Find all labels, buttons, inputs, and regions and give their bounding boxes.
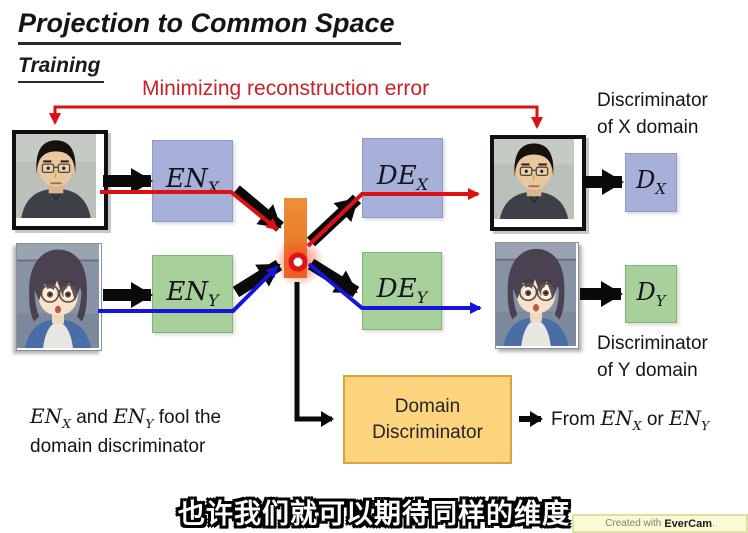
discriminator-y-box-label: DY bbox=[636, 277, 666, 310]
common-latent-code-bar bbox=[284, 198, 307, 278]
domain-discriminator-label-line1: Domain bbox=[394, 395, 461, 417]
encoder-y-box: ENY bbox=[152, 255, 233, 333]
photo-x-domain-input bbox=[12, 130, 108, 230]
decoder-x-label: DEX bbox=[376, 160, 429, 195]
from-encoder-note: From ENX or ENY bbox=[551, 406, 710, 433]
discriminator-x-box-label: DX bbox=[636, 166, 666, 198]
watermark-prefix: Created with bbox=[605, 518, 662, 529]
watermark-brand: EverCam bbox=[664, 517, 713, 530]
reconstruction-error-bracket bbox=[49, 105, 543, 129]
discriminator-y-box: DY bbox=[625, 265, 677, 323]
arrow-encoder-y-to-code bbox=[232, 259, 283, 298]
domain-discriminator-label-line2: Discriminator bbox=[372, 421, 483, 443]
discriminator-y-caption: Discriminator of Y domain bbox=[597, 331, 708, 384]
bracket-line bbox=[53, 105, 539, 118]
reconstruction-error-annotation: Minimizing reconstruction error bbox=[142, 77, 430, 100]
arrow-code-to-decoder-y bbox=[307, 258, 360, 298]
photo-x-domain-reconstructed bbox=[490, 135, 586, 231]
decoder-x-box: DEX bbox=[362, 138, 443, 218]
fool-discriminator-note: ENX and ENY fool the domain discriminato… bbox=[30, 402, 221, 461]
arrow-code-to-decoder-x bbox=[306, 194, 362, 247]
arrow-code-to-domain-discriminator bbox=[294, 282, 334, 427]
arrow-encoder-x-to-code bbox=[232, 185, 284, 232]
decoder-y-box: DEY bbox=[362, 252, 442, 330]
discriminator-y-caption-line2: of Y domain bbox=[597, 359, 698, 381]
photo-y-domain-input bbox=[16, 243, 102, 351]
discriminator-x-caption: Discriminator of X domain bbox=[597, 88, 708, 141]
watermark-suffix: . bbox=[712, 518, 715, 529]
video-subtitle: 也许我们就可以期待同样的维度 bbox=[178, 499, 570, 530]
slide-title: Projection to Common Space bbox=[18, 8, 401, 45]
fool-discriminator-note-line1: ENX and ENY fool the bbox=[30, 404, 222, 431]
encoder-x-box: ENX bbox=[152, 140, 233, 222]
discriminator-x-box: DX bbox=[625, 153, 677, 212]
discriminator-x-caption-line1: Discriminator bbox=[597, 90, 708, 111]
photo-y-domain-reconstructed bbox=[495, 242, 579, 349]
discriminator-x-caption-line2: of X domain bbox=[597, 116, 699, 138]
fool-discriminator-note-line2: domain discriminator bbox=[30, 435, 206, 457]
domain-discriminator-box: Domain Discriminator bbox=[343, 375, 512, 464]
encoder-y-label: ENY bbox=[166, 276, 219, 311]
slide-subtitle: Training bbox=[18, 54, 105, 83]
discriminator-y-caption-line1: Discriminator bbox=[597, 333, 708, 354]
encoder-x-label: ENX bbox=[165, 163, 220, 198]
decoder-y-label: DEY bbox=[376, 273, 428, 308]
